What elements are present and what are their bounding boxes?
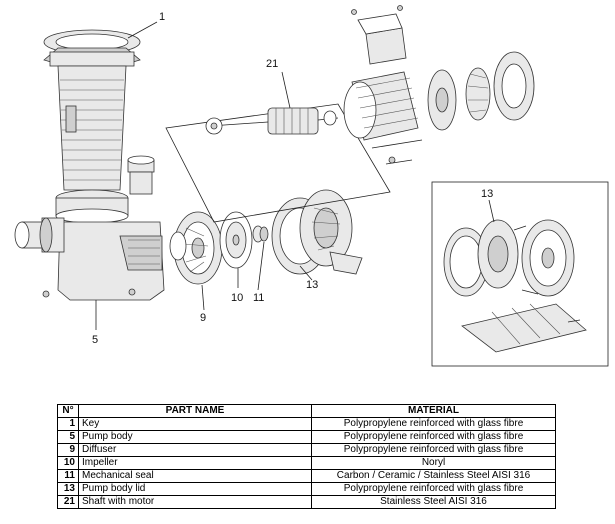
row-part-name: Impeller bbox=[78, 456, 312, 470]
callout-shaft-with-motor: 21 bbox=[266, 58, 278, 70]
callout-diffuser: 9 bbox=[200, 312, 206, 324]
pump-body-lid-detail bbox=[431, 181, 609, 367]
table-row: 9 Diffuser Polypropylene reinforced with… bbox=[57, 443, 556, 457]
shaft-with-motor-part bbox=[165, 5, 535, 223]
table-row: 10 Impeller Noryl bbox=[57, 456, 556, 470]
pump-body-assembly bbox=[14, 29, 165, 301]
row-num: 10 bbox=[57, 456, 79, 470]
mechanical-seal-part bbox=[252, 225, 269, 243]
row-material: Carbon / Ceramic / Stainless Steel AISI … bbox=[311, 469, 556, 483]
callout-pump-body-lid-detail: 13 bbox=[481, 188, 493, 200]
key-part bbox=[43, 29, 141, 67]
pump-body-lid-part bbox=[271, 189, 363, 275]
row-num: 11 bbox=[57, 469, 79, 483]
row-material: Stainless Steel AISI 316 bbox=[311, 495, 556, 509]
row-material: Polypropylene reinforced with glass fibr… bbox=[311, 430, 556, 444]
header-part-name: PART NAME bbox=[78, 404, 312, 418]
leader-key bbox=[127, 21, 158, 39]
row-num: 9 bbox=[57, 443, 79, 457]
table-row: 21 Shaft with motor Stainless Steel AISI… bbox=[57, 495, 556, 509]
row-part-name: Key bbox=[78, 417, 312, 431]
row-part-name: Pump body lid bbox=[78, 482, 312, 496]
parts-table: N° PART NAME MATERIAL 1 Key Polypropylen… bbox=[57, 404, 556, 509]
callout-key: 1 bbox=[159, 11, 165, 23]
row-part-name: Pump body bbox=[78, 430, 312, 444]
table-row: 1 Key Polypropylene reinforced with glas… bbox=[57, 417, 556, 431]
header-num: N° bbox=[57, 404, 79, 418]
impeller-part bbox=[219, 211, 253, 269]
row-material: Polypropylene reinforced with glass fibr… bbox=[311, 482, 556, 496]
row-part-name: Shaft with motor bbox=[78, 495, 312, 509]
row-part-name: Diffuser bbox=[78, 443, 312, 457]
leader-mechanical-seal bbox=[257, 241, 265, 291]
row-num: 1 bbox=[57, 417, 79, 431]
callout-mechanical-seal: 11 bbox=[253, 292, 264, 304]
leader-pump-body-lid-detail bbox=[488, 199, 495, 223]
row-num: 13 bbox=[57, 482, 79, 496]
row-num: 21 bbox=[57, 495, 79, 509]
callout-impeller: 10 bbox=[231, 292, 243, 304]
diffuser-part bbox=[169, 211, 223, 285]
table-row: 11 Mechanical seal Carbon / Ceramic / St… bbox=[57, 469, 556, 483]
row-part-name: Mechanical seal bbox=[78, 469, 312, 483]
leader-pump-body-lid bbox=[299, 265, 313, 281]
row-num: 5 bbox=[57, 430, 79, 444]
callout-pump-body-lid: 13 bbox=[306, 279, 318, 291]
table-header-row: N° PART NAME MATERIAL bbox=[57, 404, 556, 418]
table-row: 5 Pump body Polypropylene reinforced wit… bbox=[57, 430, 556, 444]
row-material: Polypropylene reinforced with glass fibr… bbox=[311, 417, 556, 431]
row-material: Polypropylene reinforced with glass fibr… bbox=[311, 443, 556, 457]
header-material: MATERIAL bbox=[311, 404, 556, 418]
leader-diffuser bbox=[201, 284, 205, 311]
callout-pump-body: 5 bbox=[92, 334, 98, 346]
exploded-pump-diagram: 1 5 9 10 11 13 21 13 bbox=[14, 5, 609, 367]
table-row: 13 Pump body lid Polypropylene reinforce… bbox=[57, 482, 556, 496]
leader-shaft-with-motor bbox=[281, 71, 291, 109]
row-material: Noryl bbox=[311, 456, 556, 470]
